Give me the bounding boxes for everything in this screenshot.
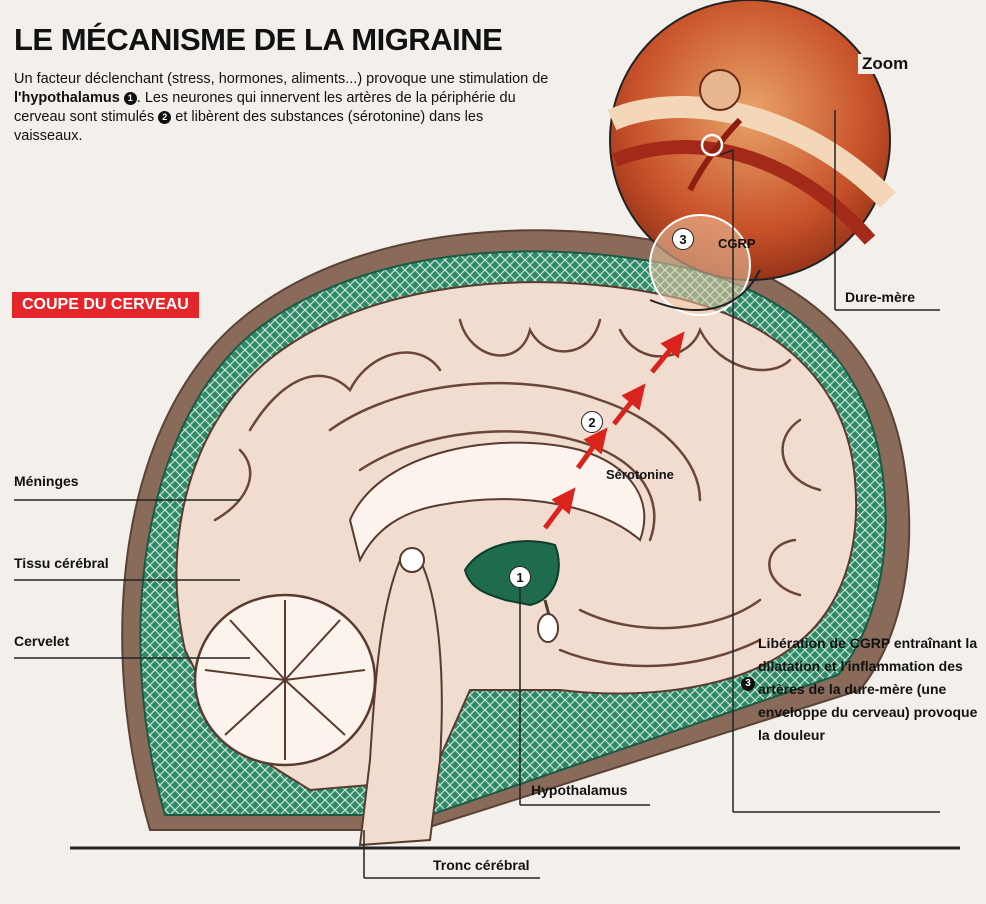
zoom-label: Zoom [858, 54, 912, 74]
step3-badge: 3 [741, 677, 755, 691]
marker-1: 1 [509, 566, 531, 588]
marker-3: 3 [672, 228, 694, 250]
cervelet-label: Cervelet [14, 633, 69, 649]
marker-2: 2 [581, 411, 603, 433]
tissu-label: Tissu cérébral [14, 555, 109, 571]
dure-mere-label: Dure-mère [845, 289, 915, 305]
tronc-label: Tronc cérébral [433, 857, 530, 873]
cerebellum-shape [195, 595, 375, 765]
pituitary-shape [538, 614, 558, 642]
section-tag: COUPE DU CERVEAU [12, 292, 199, 318]
cgrp-label: CGRP [718, 236, 756, 251]
step3-description: Libération de CGRP entraînant la dilatat… [758, 632, 978, 747]
hypothalamus-label: Hypothalamus [531, 782, 627, 798]
pineal-shape [400, 548, 424, 572]
serotonine-label: Sérotonine [606, 467, 674, 482]
meninges-label: Méninges [14, 473, 79, 489]
